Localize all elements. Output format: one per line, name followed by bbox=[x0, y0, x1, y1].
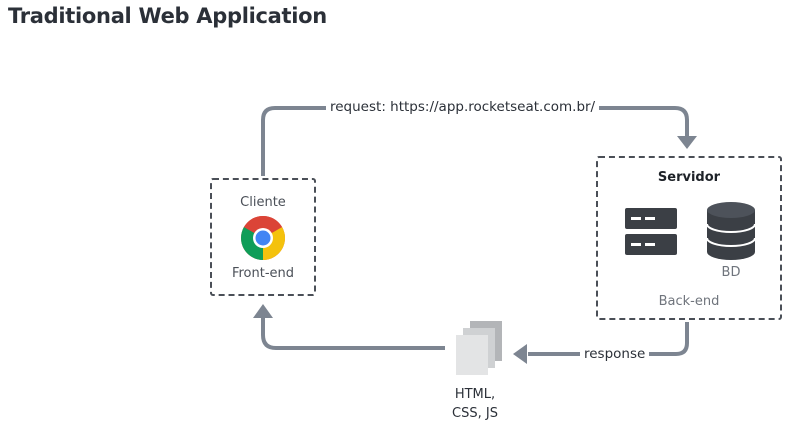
page-title: Traditional Web Application bbox=[8, 4, 327, 28]
response-arrow-segment bbox=[528, 322, 689, 356]
client-subtitle: Front-end bbox=[231, 266, 295, 281]
request-label: request: https://app.rocketseat.com.br/ bbox=[326, 99, 600, 115]
files-label-line2: CSS, JS bbox=[452, 406, 498, 421]
server-box bbox=[596, 156, 782, 320]
chrome-browser-icon bbox=[241, 216, 285, 260]
server-subtitle: Back-end bbox=[658, 294, 720, 309]
response-arrowhead bbox=[513, 344, 527, 364]
database-icon bbox=[706, 202, 756, 260]
files-label-line1: HTML, bbox=[454, 387, 496, 402]
return-arrowhead bbox=[253, 304, 273, 318]
database-label: BD bbox=[721, 265, 741, 280]
server-title: Servidor bbox=[657, 170, 721, 185]
request-arrowhead bbox=[677, 136, 697, 149]
document-stack-icon bbox=[456, 321, 502, 375]
return-arrow bbox=[261, 316, 445, 350]
client-title: Cliente bbox=[240, 195, 286, 210]
server-rack-icon bbox=[625, 208, 677, 255]
client-box bbox=[210, 178, 316, 296]
response-label: response bbox=[580, 346, 650, 362]
